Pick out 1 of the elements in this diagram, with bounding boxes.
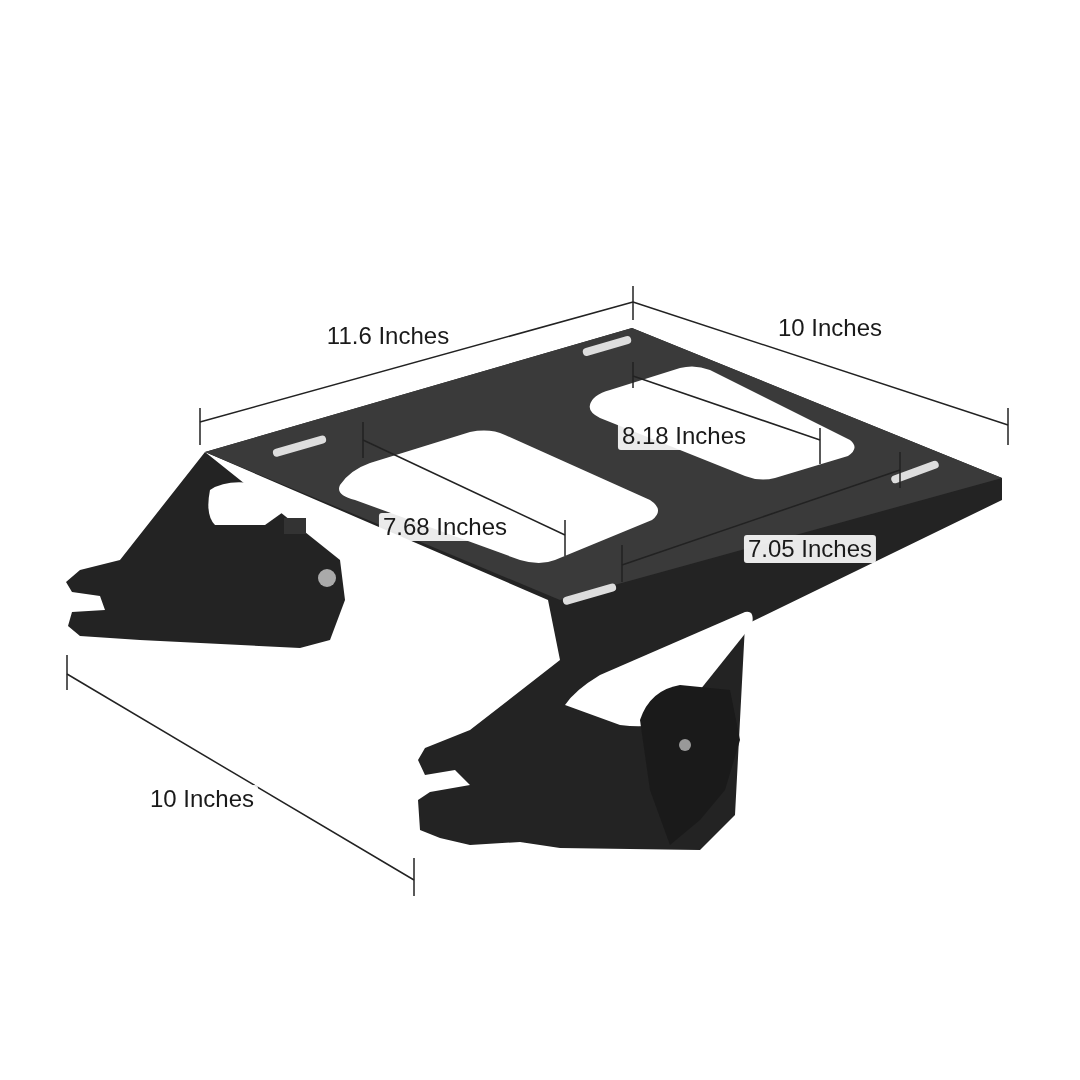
dimension-label: 7.05 Inches	[743, 535, 877, 563]
